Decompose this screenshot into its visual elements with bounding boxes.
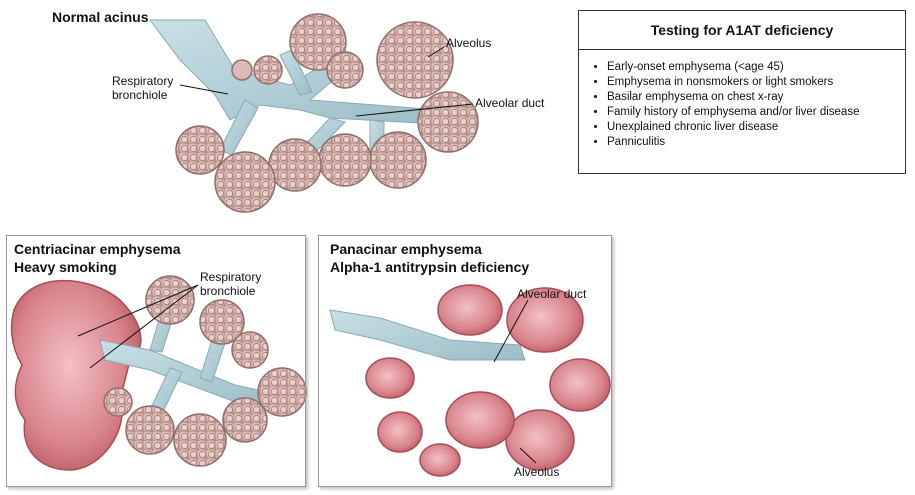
centriacinar-respiratory-bronchiole-label: Respiratory bronchiole	[200, 270, 262, 298]
centriacinar-alveolar-clusters	[103, 275, 307, 467]
testing-criterion: Family history of emphysema and/or liver…	[607, 105, 905, 120]
testing-criterion: Basilar emphysema on chest x-ray	[607, 90, 905, 105]
testing-criterion: Unexplained chronic liver disease	[607, 120, 905, 135]
panacinar-airway	[329, 309, 526, 361]
panacinar-subtitle: Alpha-1 antitrypsin deficiency	[330, 259, 530, 275]
normal-alveolus-label: Alveolus	[446, 36, 492, 50]
testing-criterion: Panniculitis	[607, 135, 905, 150]
normal-acinus-title: Normal acinus	[52, 9, 149, 25]
centriacinar-emphysema-region	[10, 279, 142, 471]
testing-box-title: Testing for A1AT deficiency	[579, 11, 905, 50]
testing-box: Testing for A1AT deficiency Early-onset …	[578, 10, 906, 174]
testing-criterion: Early-onset emphysema (<age 45)	[607, 60, 905, 75]
panacinar-panel	[318, 235, 612, 487]
panacinar-alveolar-duct-label: Alveolar duct	[517, 287, 587, 301]
normal-respiratory-bronchiole-label: Respiratory bronchiole	[112, 74, 174, 102]
panacinar-alveolus-label: Alveolus	[514, 465, 560, 479]
panacinar-enlarged-alveoli	[365, 284, 611, 477]
leader-lines	[77, 46, 537, 464]
centriacinar-subtitle: Heavy smoking	[14, 259, 117, 275]
testing-criteria-list: Early-onset emphysema (<age 45) Emphysem…	[579, 60, 905, 150]
panacinar-title: Panacinar emphysema	[330, 241, 482, 257]
centriacinar-illustration	[10, 275, 307, 471]
panacinar-illustration	[329, 284, 611, 477]
testing-criterion: Emphysema in nonsmokers or light smokers	[607, 75, 905, 90]
normal-alveolar-duct-label: Alveolar duct	[475, 96, 545, 110]
normal-alveolar-clusters	[175, 13, 479, 213]
centriacinar-panel	[6, 235, 306, 487]
centriacinar-title: Centriacinar emphysema	[14, 241, 181, 257]
